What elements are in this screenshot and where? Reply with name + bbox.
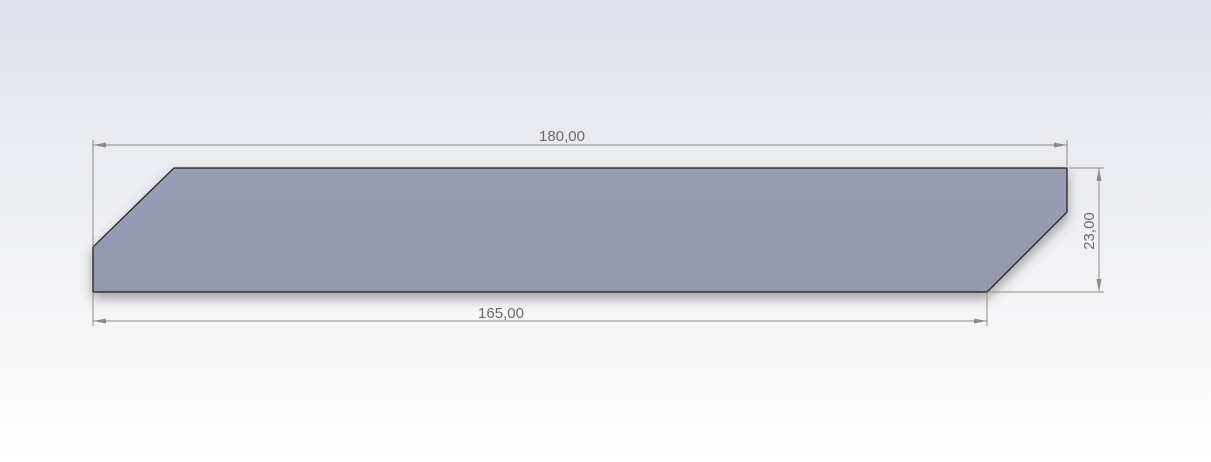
arrowhead-right-top [1054, 142, 1067, 148]
arrowhead-bottom-right [1096, 279, 1102, 292]
dimension-label-overall-length: 180,00 [539, 128, 585, 145]
part-profile[interactable] [92, 167, 1068, 293]
arrowhead-left-top [93, 142, 106, 148]
dimension-bottom-length[interactable]: 165,00 [92, 292, 988, 326]
dimension-label-bottom-length: 165,00 [478, 305, 524, 322]
dimension-height[interactable]: 23,00 [989, 167, 1104, 293]
arrowhead-left-bottom [93, 318, 106, 324]
dimension-overall-length[interactable]: 180,00 [92, 128, 1068, 247]
arrowhead-top-right [1096, 168, 1102, 181]
arrowhead-right-bottom [974, 318, 987, 324]
dimension-label-height: 23,00 [1081, 212, 1098, 250]
